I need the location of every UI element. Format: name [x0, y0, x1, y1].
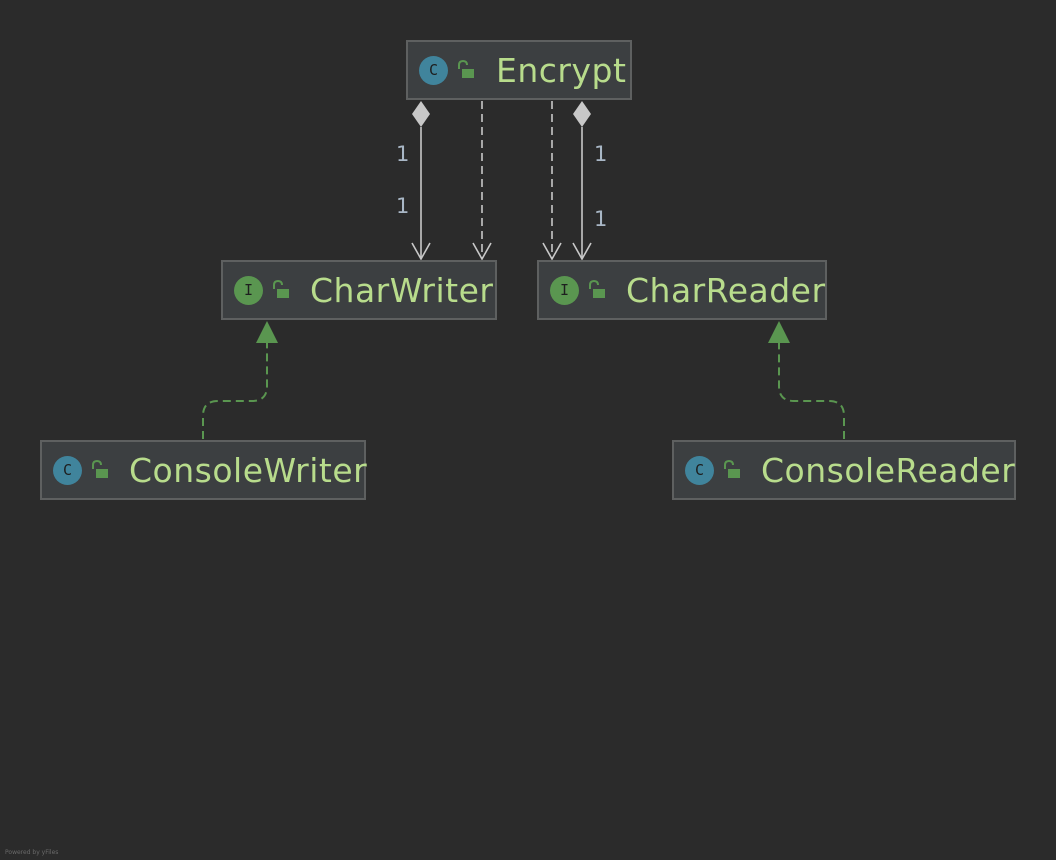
composition-diamond [573, 101, 591, 127]
unlock-icon [92, 459, 108, 478]
edge-consolewriter-charwriter-realization [202, 321, 278, 439]
edge-encrypt-charwriter-composition [411, 101, 431, 261]
class-node-consolereader[interactable]: C ConsoleReader [672, 440, 1016, 500]
unlock-icon [458, 59, 474, 78]
class-badge-icon: C [685, 455, 714, 485]
unlock-icon [273, 279, 289, 298]
multiplicity-label: 1 [396, 194, 410, 218]
multiplicity-label: 1 [594, 207, 608, 231]
interface-node-charreader[interactable]: I CharReader [537, 260, 827, 320]
edge-encrypt-charreader-composition [572, 101, 592, 261]
class-node-encrypt[interactable]: C Encrypt [406, 40, 632, 100]
node-name: ConsoleReader [761, 450, 1016, 490]
edge-consolereader-charreader-realization [768, 321, 845, 439]
class-badge-icon: C [419, 55, 448, 85]
interface-node-charwriter[interactable]: I CharWriter [221, 260, 497, 320]
arrowhead [542, 242, 562, 261]
unlock-icon [589, 279, 605, 298]
interface-badge-icon: I [550, 275, 579, 305]
realization-triangle [256, 321, 278, 343]
composition-diamond [412, 101, 430, 127]
node-name: Encrypt [496, 50, 627, 90]
multiplicity-label: 1 [396, 142, 410, 166]
multiplicity-label: 1 [594, 142, 608, 166]
edge-encrypt-charwriter-dependency [472, 101, 492, 261]
node-name: ConsoleWriter [129, 450, 368, 490]
node-name: CharReader [626, 270, 826, 310]
interface-badge-icon: I [234, 275, 263, 305]
unlock-icon [724, 459, 740, 478]
arrowhead [472, 242, 492, 261]
class-badge-icon: C [53, 455, 82, 485]
edge-encrypt-charreader-dependency [542, 101, 562, 261]
arrowhead [411, 242, 431, 261]
arrowhead [572, 242, 592, 261]
class-node-consolewriter[interactable]: C ConsoleWriter [40, 440, 368, 500]
credit-text: Powered by yFiles [5, 849, 59, 856]
realization-triangle [768, 321, 790, 343]
node-name: CharWriter [310, 270, 494, 310]
